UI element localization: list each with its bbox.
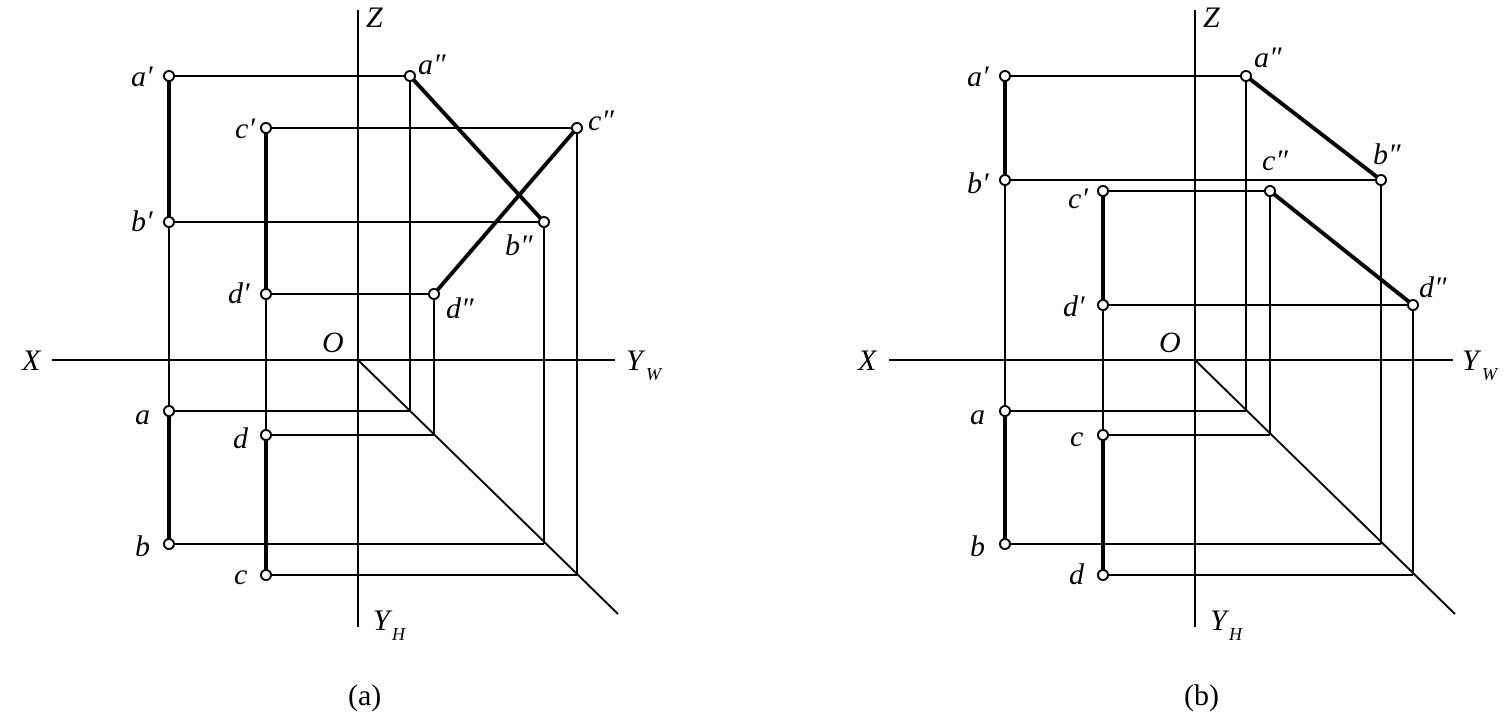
yw-axis-label: Y — [1462, 344, 1482, 377]
origin-label: O — [1159, 326, 1181, 359]
projected-lines — [1003, 74, 1415, 575]
label-d-prime: d′ — [228, 277, 250, 310]
panel-b: X Z O Y W Y H a′ b′ c′ d′ a″ b″ c″ d″ a … — [857, 1, 1499, 712]
label-d-prime: d′ — [1063, 290, 1085, 323]
miter-line — [1194, 359, 1456, 615]
label-a-double-prime: a″ — [418, 48, 446, 81]
label-c-double-prime: c″ — [588, 104, 614, 137]
label-c-double-prime: c″ — [1262, 144, 1288, 177]
label-b-prime: b′ — [131, 205, 153, 238]
label-b-prime: b′ — [967, 167, 989, 200]
cd-side-projection — [1268, 189, 1415, 307]
ab-side-projection — [408, 74, 546, 224]
yw-axis-subscript: W — [646, 364, 663, 384]
label-a-prime: a′ — [131, 60, 153, 93]
x-axis-label: X — [21, 344, 42, 377]
label-a: a — [970, 398, 985, 431]
points — [163, 70, 583, 581]
yh-axis-subscript: H — [391, 624, 406, 644]
construction-lines — [168, 75, 578, 576]
label-c-prime: c′ — [1068, 182, 1088, 215]
projected-lines — [167, 74, 579, 575]
yh-axis-subscript: H — [1228, 624, 1243, 644]
caption-b: (b) — [1184, 679, 1219, 712]
construction-lines — [1004, 75, 1414, 576]
label-a-prime: a′ — [967, 60, 989, 93]
label-d: d — [1069, 558, 1085, 591]
yw-axis-subscript: W — [1482, 364, 1499, 384]
label-d-double-prime: d″ — [446, 292, 474, 325]
ab-side-projection — [1244, 74, 1383, 182]
label-b: b — [970, 530, 985, 563]
yh-axis-label: Y — [1210, 604, 1230, 637]
label-d-double-prime: d″ — [1419, 271, 1447, 304]
yh-axis-label: Y — [373, 604, 393, 637]
z-axis-label: Z — [1203, 1, 1220, 34]
points — [999, 70, 1419, 581]
z-axis-label: Z — [366, 1, 383, 34]
origin-label: O — [322, 326, 344, 359]
label-c: c — [234, 558, 247, 591]
x-axis-label: X — [857, 344, 878, 377]
yw-axis-label: Y — [626, 344, 646, 377]
label-d: d — [233, 422, 249, 455]
miter-line — [357, 359, 619, 615]
label-b: b — [135, 530, 150, 563]
label-a: a — [135, 398, 150, 431]
cd-side-projection — [432, 126, 579, 296]
label-c-prime: c′ — [235, 112, 255, 145]
label-b-double-prime: b″ — [505, 229, 533, 262]
label-b-double-prime: b″ — [1373, 138, 1401, 171]
label-a-double-prime: a″ — [1254, 41, 1282, 74]
panel-a: X Z O Y W Y H a′ b′ c′ d′ a″ b″ c″ d″ a … — [21, 1, 663, 712]
caption-a: (a) — [348, 679, 381, 712]
label-c: c — [1070, 420, 1083, 453]
